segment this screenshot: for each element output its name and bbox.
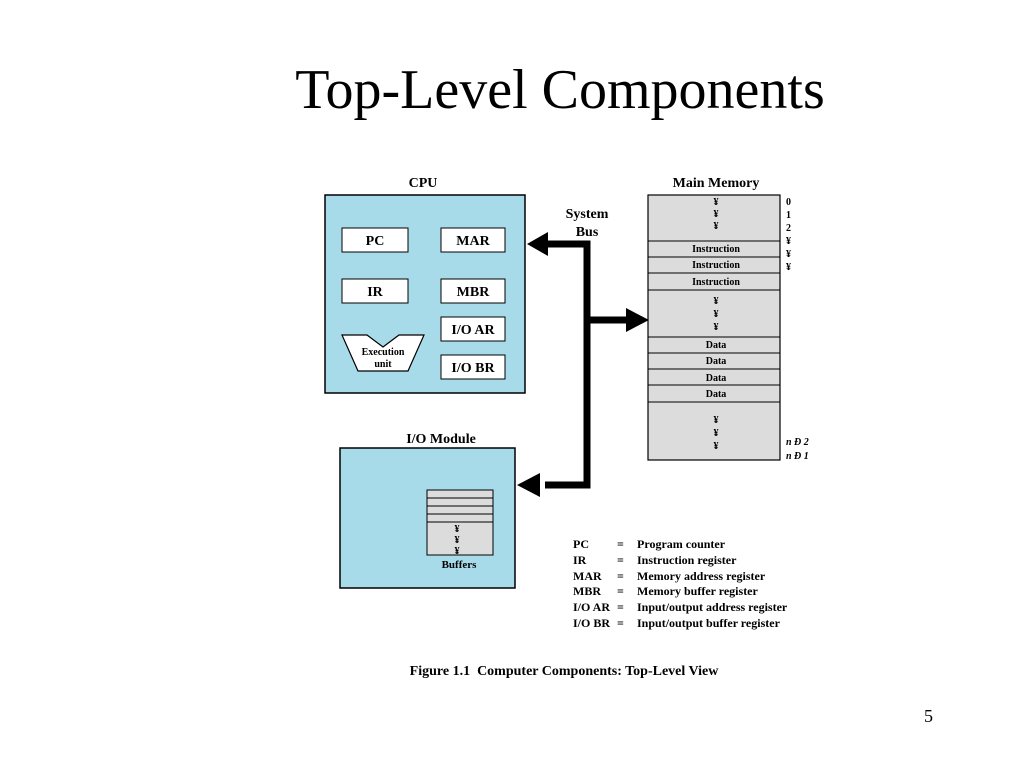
mar-label: MAR	[456, 234, 490, 249]
legend-eq: =	[617, 584, 624, 598]
memory-address: 1	[786, 210, 791, 221]
io-buffer-dot: ¥	[455, 546, 460, 557]
io-buffer-dot: ¥	[455, 535, 460, 546]
memory-address: 2	[786, 223, 791, 234]
memory-dot: ¥	[714, 296, 719, 307]
cpu-label: CPU	[409, 176, 438, 191]
execution-unit-shape	[341, 334, 425, 372]
legend-abbr: I/O AR	[573, 600, 610, 614]
io-ar-label: I/O AR	[451, 323, 495, 338]
memory-address: ¥	[786, 262, 791, 273]
legend-eq: =	[617, 553, 624, 567]
figure-caption: Figure 1.1 Computer Components: Top-Leve…	[410, 664, 720, 679]
memory-data: Data	[706, 389, 727, 400]
slide-number: 5	[924, 706, 933, 726]
legend-abbr: I/O BR	[573, 616, 610, 630]
memory-instruction: Instruction	[692, 277, 740, 288]
ir-register	[341, 278, 409, 304]
system-bus-label-1: System	[566, 207, 609, 222]
bus-arrow-io	[517, 473, 540, 497]
mar-register	[440, 227, 506, 253]
main-memory-label: Main Memory	[673, 176, 760, 191]
memory-instruction: Instruction	[692, 260, 740, 271]
execution-unit-label-1: Execution	[362, 347, 405, 358]
memory-instruction: Instruction	[692, 244, 740, 255]
legend-eq: =	[617, 537, 624, 551]
legend-abbr: IR	[573, 553, 587, 567]
memory-dot: ¥	[714, 322, 719, 333]
main-memory	[647, 194, 781, 461]
system-bus-label-2: Bus	[576, 225, 599, 240]
legend-desc: Memory buffer register	[637, 584, 759, 598]
slide-title: Top-Level Components	[295, 59, 825, 121]
memory-address: n Ð 1	[786, 451, 809, 462]
mbr-label: MBR	[457, 285, 491, 300]
memory-address: ¥	[786, 236, 791, 247]
memory-data: Data	[706, 356, 727, 367]
memory-dot: ¥	[714, 441, 719, 452]
legend-desc: Input/output address register	[637, 600, 788, 614]
bus-arrow-memory	[626, 308, 649, 332]
legend-abbr: PC	[573, 537, 589, 551]
legend-abbr: MAR	[573, 569, 602, 583]
memory-data: Data	[706, 340, 727, 351]
io-br-label: I/O BR	[451, 361, 495, 376]
io-br-register	[440, 354, 506, 380]
memory-dot: ¥	[714, 221, 719, 232]
io-buffer-dot: ¥	[455, 524, 460, 535]
legend-desc: Program counter	[637, 537, 726, 551]
io-module-label: I/O Module	[406, 432, 476, 447]
mbr-register	[440, 278, 506, 304]
legend-desc: Instruction register	[637, 553, 737, 567]
execution-unit-label-2: unit	[374, 359, 392, 370]
memory-address: n Ð 2	[786, 437, 809, 448]
pc-register	[341, 227, 409, 253]
buffers-label: Buffers	[442, 559, 478, 571]
io-ar-register	[440, 316, 506, 342]
bus-arrow-cpu	[527, 232, 548, 256]
memory-dot: ¥	[714, 309, 719, 320]
io-buffers	[426, 489, 494, 556]
memory-dot: ¥	[714, 415, 719, 426]
legend: PC = Program counter IR = Instruction re…	[573, 537, 788, 630]
legend-eq: =	[617, 600, 624, 614]
legend-abbr: MBR	[573, 584, 601, 598]
legend-desc: Input/output buffer register	[637, 616, 781, 630]
legend-desc: Memory address register	[637, 569, 766, 583]
legend-eq: =	[617, 569, 624, 583]
memory-dot: ¥	[714, 197, 719, 208]
memory-dot: ¥	[714, 209, 719, 220]
ir-label: IR	[367, 285, 383, 300]
legend-eq: =	[617, 616, 624, 630]
memory-data: Data	[706, 373, 727, 384]
memory-address: ¥	[786, 249, 791, 260]
pc-label: PC	[366, 234, 385, 249]
system-bus	[517, 232, 649, 497]
memory-dot: ¥	[714, 428, 719, 439]
memory-address: 0	[786, 197, 791, 208]
